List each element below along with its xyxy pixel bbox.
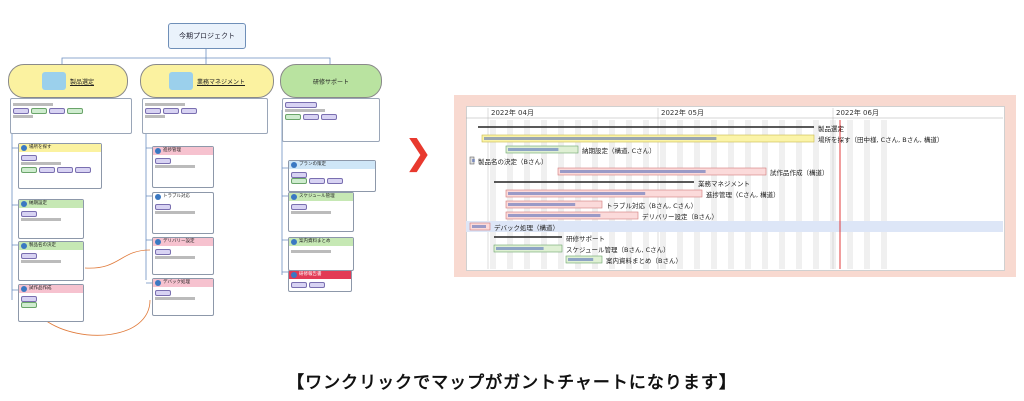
gantt-chart-panel: [466, 106, 1005, 271]
gantt-row-label: 案内資料まとめ（Bさん）: [606, 256, 682, 265]
gantt-row-label: 納期設定（構道, Cさん）: [582, 146, 656, 155]
task-title: 進捗管理: [153, 147, 213, 155]
caption-text: 【ワンクリックでマップがガントチャートになります】: [287, 373, 737, 393]
gantt-row-label: デバック処理（構道）: [494, 223, 559, 232]
task-title: デバック処理: [153, 279, 213, 287]
task-card[interactable]: デバック処理: [152, 278, 214, 316]
month-label: 2022年 06月: [836, 108, 879, 117]
gantt-progress-bar: [568, 258, 594, 261]
weekend-stripe: [490, 120, 496, 269]
branch-detail-card: [10, 98, 132, 134]
gantt-row-label: 製品名の決定（Bさん）: [478, 157, 547, 166]
gantt-row-label: 試作品作成（構道）: [770, 168, 829, 177]
branch-detail-card: [142, 98, 268, 134]
mindmap-root[interactable]: 今期プロジェクト: [168, 23, 246, 49]
weekend-stripe: [779, 120, 785, 269]
task-title: 場所を探す: [19, 144, 101, 152]
weekend-stripe: [881, 120, 887, 269]
gantt-progress-bar: [472, 159, 475, 162]
gantt-row-label: 製品選定: [818, 124, 845, 133]
branch-business-management[interactable]: 業務マネジメント: [140, 64, 274, 98]
task-card[interactable]: 試作品作成: [18, 284, 84, 322]
gantt-progress-bar: [508, 214, 601, 217]
task-card[interactable]: 納期設定: [18, 199, 84, 239]
gantt-progress-bar: [472, 225, 486, 228]
task-card[interactable]: 製品名の決定: [18, 241, 84, 281]
people-icon: [41, 72, 66, 90]
weekend-stripe: [796, 120, 802, 269]
weekend-stripe: [711, 120, 717, 269]
task-title: 製品名の決定: [19, 242, 83, 250]
weekend-stripe: [864, 120, 870, 269]
gantt-progress-bar: [484, 137, 717, 140]
branch-product-selection[interactable]: 製品選定: [8, 64, 128, 98]
gantt-row-label: 業務マネジメント: [698, 179, 750, 188]
task-card[interactable]: 進捗管理: [152, 146, 214, 188]
task-title: 納期設定: [19, 200, 83, 208]
task-title: トラブル対応: [153, 193, 213, 201]
gantt-chart: 2022年 04月 2022年 05月 2022年 06月製品選定場所を探す（田中様…: [466, 108, 1003, 269]
task-title: 試作品作成: [19, 285, 83, 293]
people-icon: [168, 72, 193, 90]
task-card[interactable]: 研修報告書: [288, 270, 352, 292]
gantt-row-label: トラブル対応（Bさん, Cさん）: [606, 201, 697, 210]
task-title: 研修報告書: [289, 271, 351, 279]
month-label: 2022年 04月: [491, 108, 534, 117]
task-title: プランの策定: [289, 161, 375, 169]
task-card[interactable]: トラブル対応: [152, 192, 214, 234]
weekend-stripe: [728, 120, 734, 269]
task-card[interactable]: プランの策定: [288, 160, 376, 192]
weekend-stripe: [762, 120, 768, 269]
gantt-row-label: デリバリー設定（Bさん）: [642, 212, 718, 221]
task-card[interactable]: 案内資料まとめ: [288, 237, 354, 271]
task-card[interactable]: スケジュール管理: [288, 192, 354, 232]
task-title: 案内資料まとめ: [289, 238, 353, 246]
gantt-progress-bar: [508, 203, 576, 206]
task-title: スケジュール管理: [289, 193, 353, 201]
mindmap-connectors: [11, 47, 331, 336]
gantt-progress-bar: [508, 192, 646, 195]
branch-title: 業務マネジメント: [196, 78, 245, 86]
gantt-progress-bar: [508, 148, 559, 151]
chevron-right-icon: ❯: [404, 133, 433, 173]
gantt-progress-bar: [496, 247, 544, 250]
task-title: デリバリー設定: [153, 238, 213, 246]
weekend-stripe: [813, 120, 819, 269]
weekend-stripe: [745, 120, 751, 269]
branch-detail-card: [282, 98, 380, 142]
branch-title: 研修サポート: [312, 78, 349, 86]
task-card[interactable]: 場所を探す: [18, 143, 102, 189]
month-label: 2022年 05月: [661, 108, 704, 117]
gantt-row-label: スケジュール管理（Bさん, Cさん）: [566, 245, 670, 254]
row-highlight: [466, 221, 1003, 232]
branch-training-support[interactable]: 研修サポート: [280, 64, 382, 98]
gantt-row-label: 進捗管理（Cさん, 構道）: [706, 190, 780, 199]
gantt-row-label: 場所を探す（田中様, Cさん, Bさん, 構道）: [818, 135, 943, 144]
weekend-stripe: [847, 120, 853, 269]
gantt-row-label: 研修サポート: [566, 234, 605, 243]
branch-title: 製品選定: [69, 78, 94, 86]
task-card[interactable]: デリバリー設定: [152, 237, 214, 275]
gantt-progress-bar: [560, 170, 706, 173]
